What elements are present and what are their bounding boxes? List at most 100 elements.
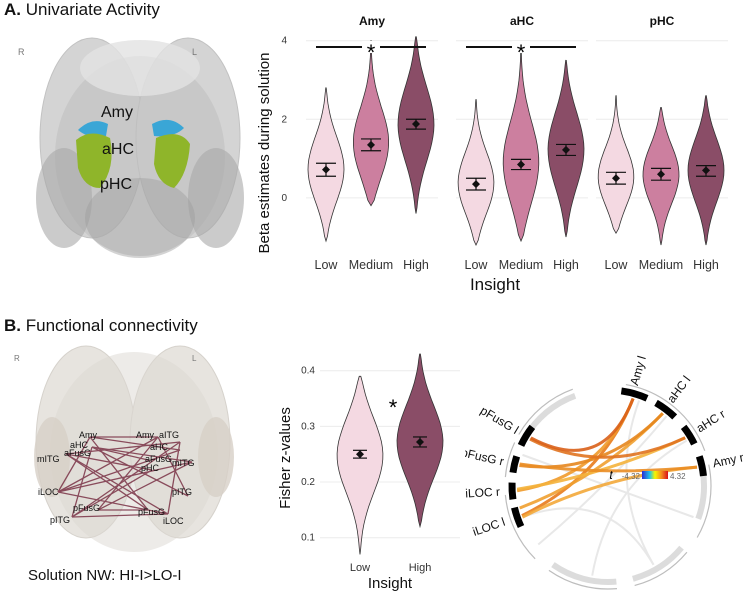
x-tick-label: Medium [349, 258, 393, 272]
chord-label: pFusG l [478, 403, 521, 437]
chord-sector [695, 468, 707, 520]
brain-b-orient-r: R [14, 354, 20, 363]
chord-sector [517, 424, 536, 447]
x-tick-label: Medium [639, 258, 683, 272]
x-tick-label: High [693, 258, 719, 272]
x-tick-label: High [403, 258, 429, 272]
brain-a-illustration [36, 37, 244, 258]
brain-b-node: pITG [172, 487, 193, 497]
x-tick-label: Low [605, 258, 629, 272]
brain-b-node: mITG [172, 458, 195, 468]
x-tick-label: Medium [499, 258, 543, 272]
legend-max: 4.32 [670, 472, 686, 481]
brain-b-node: aITG [159, 430, 180, 440]
x-tick-label: Low [465, 258, 489, 272]
x-tick-label: Low [350, 562, 370, 574]
brain-b-node: pFusG [73, 503, 101, 513]
violin [353, 40, 389, 207]
legend-colorbar [642, 471, 668, 479]
y-tick-label: 2 [281, 114, 287, 125]
mean-point [657, 170, 665, 179]
brain-b-node: aHC [70, 440, 89, 450]
panel-a-text: Univariate Activity [25, 0, 160, 19]
mean-point [472, 180, 480, 189]
chord-outer-segment [518, 388, 573, 435]
mean-point [702, 166, 710, 175]
brain-b-orient-l: L [192, 354, 197, 363]
violin [502, 48, 540, 243]
violin [336, 375, 384, 555]
chord-sector [620, 387, 649, 402]
chord-sector [680, 424, 698, 446]
mean-point [517, 160, 525, 169]
x-tick-label: Low [315, 258, 339, 272]
mean-point [562, 145, 570, 154]
chord-link [519, 462, 698, 473]
chart-a-ylabel: Beta estimates during solution [256, 53, 273, 254]
chord-outer-segment [548, 569, 618, 590]
significance-gap [512, 41, 530, 53]
chord-sector [508, 482, 517, 500]
brain-b-node: pHC [141, 463, 160, 473]
chord-label: iLOC r [465, 485, 500, 501]
chord-label: aHC l [664, 373, 693, 405]
chord-link-faint [522, 453, 694, 519]
chord-label: pFusG r [465, 445, 505, 468]
chord-label: Amy r [711, 450, 745, 470]
significance-gap [362, 41, 380, 53]
facet-label: pHC [650, 14, 675, 28]
chart-b-ylabel: Fisher z-values [277, 407, 294, 509]
y-tick-label: 0.1 [301, 533, 315, 544]
chord-sector [695, 455, 707, 477]
brain-b-node: aFusG [145, 454, 173, 464]
chord-outer-segment [504, 494, 536, 560]
chord-link [530, 397, 635, 452]
brain-a-orient-l: L [192, 47, 198, 57]
chord-link-faint [591, 439, 688, 576]
brain-b-node: aHC [150, 442, 169, 452]
chord-label: Amy l [627, 354, 649, 387]
y-tick-label: 0.3 [301, 421, 315, 432]
chord-outer-segment [696, 464, 712, 538]
chord-outer-segment [634, 551, 688, 587]
brain-a-label-ahc: aHC [102, 141, 135, 158]
panel-b-text: Functional connectivity [25, 316, 198, 335]
chord-outer-segment [504, 442, 516, 478]
y-tick-label: 4 [281, 36, 287, 47]
significance-star: * [517, 40, 526, 65]
significance-star: * [389, 395, 398, 420]
brain-a-orient-r: R [18, 47, 25, 57]
chord-sector [654, 399, 678, 420]
chord-label: iLOC l [471, 515, 507, 539]
mean-point [416, 437, 424, 446]
violin [597, 95, 635, 235]
brain-a-label-phc: pHC [100, 176, 133, 193]
panel-b-letter: B. [4, 316, 21, 335]
chord-sector [511, 506, 525, 529]
significance-star: * [367, 40, 376, 65]
brain-b-node: Amy [79, 430, 97, 440]
panel-a-letter: A. [4, 0, 21, 19]
brain-b-node: Amy [136, 430, 154, 440]
y-tick-label: 0 [281, 193, 287, 204]
chord-outer-segment [625, 383, 706, 451]
chord-sector [632, 545, 684, 582]
x-tick-label: High [553, 258, 579, 272]
chord-label: aHC r [694, 407, 728, 435]
brain-b-node: mITG [37, 454, 60, 464]
chord-sector [551, 562, 617, 585]
mean-point [412, 120, 420, 128]
chart-b-xlabel: Insight [368, 575, 413, 592]
facet-label: aHC [510, 14, 534, 28]
brain-b-node: pITG [50, 515, 71, 525]
violin [457, 99, 495, 246]
brain-b-node: pFusG [138, 507, 166, 517]
mean-point [322, 165, 330, 174]
y-tick-label: 0.2 [301, 477, 315, 488]
panel-b-title: B. Functional connectivity [4, 316, 198, 336]
brain-b-caption: Solution NW: HI-I>LO-I [28, 567, 182, 584]
chord-link-faint [522, 507, 655, 566]
brain-b-node: aFusG [64, 448, 92, 458]
